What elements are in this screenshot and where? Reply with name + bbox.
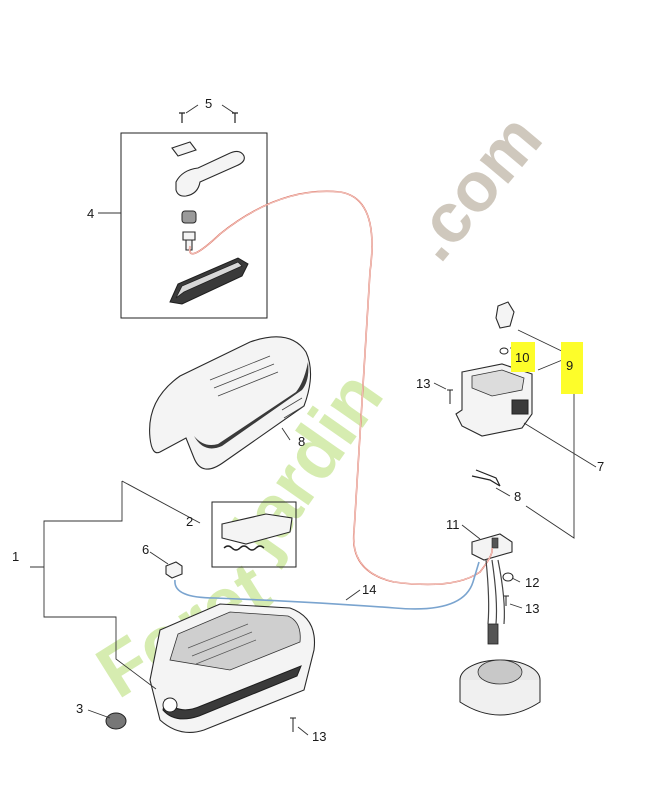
knob-part	[181, 210, 197, 224]
group-4-frame	[120, 132, 268, 319]
lower-housing-inner	[169, 611, 301, 671]
ring-10-part	[499, 347, 509, 355]
screw-13-top	[447, 389, 453, 404]
motor-holder-cavity	[471, 369, 525, 397]
group-2-frame	[211, 501, 297, 568]
upper-housing-part	[149, 336, 312, 470]
leader-2	[121, 480, 201, 524]
leader-8a	[281, 427, 291, 441]
clip-9-part	[495, 301, 515, 329]
callout-2[interactable]: 2	[186, 514, 193, 529]
leader-5	[185, 104, 235, 114]
callout-4[interactable]: 4	[87, 206, 94, 221]
callout-13a[interactable]: 13	[416, 376, 430, 391]
watermark-dotcom: .com	[392, 99, 557, 274]
switch-11-terminal	[491, 537, 499, 549]
callout-12[interactable]: 12	[525, 575, 539, 590]
screw-5-left	[179, 112, 185, 123]
callout-1[interactable]: 1	[12, 549, 19, 564]
leader-7	[523, 422, 597, 468]
callout-13c[interactable]: 13	[312, 729, 326, 744]
washer-12-part	[502, 572, 514, 582]
callout-10[interactable]: 10	[515, 350, 529, 365]
lower-housing-ribs	[187, 623, 257, 665]
lower-housing-socket	[162, 697, 178, 713]
callout-8b[interactable]: 8	[514, 489, 521, 504]
plug-6-part	[165, 561, 183, 579]
callout-8a[interactable]: 8	[298, 434, 305, 449]
base-rail-highlight	[175, 261, 243, 299]
wire-blue	[174, 561, 480, 610]
callout-13b[interactable]: 13	[525, 601, 539, 616]
upper-housing-vent	[209, 355, 305, 419]
leader-8b	[495, 487, 511, 497]
leader-13c	[297, 726, 309, 736]
callout-14[interactable]: 14	[362, 582, 376, 597]
motor-part	[459, 623, 541, 716]
spring-clip-8-part	[471, 469, 501, 487]
leader-6	[149, 551, 169, 565]
leader-12	[511, 577, 521, 583]
leader-1	[30, 481, 157, 690]
leader-11	[461, 524, 481, 540]
leader-3	[87, 709, 111, 719]
callout-3[interactable]: 3	[76, 701, 83, 716]
wire-motor-bundle	[485, 559, 505, 625]
screw-13-bottom	[290, 717, 296, 732]
highlight-9	[561, 342, 583, 394]
screw-5-right	[232, 112, 238, 123]
motor-holder-tab	[511, 399, 529, 415]
callout-9[interactable]: 9	[566, 358, 573, 373]
callout-5[interactable]: 5	[205, 96, 212, 111]
switch-spring-part	[223, 545, 265, 551]
leader-13b	[509, 603, 523, 609]
highlight-10	[511, 342, 535, 372]
callout-7[interactable]: 7	[597, 459, 604, 474]
leader-14	[345, 589, 361, 601]
badge-3-part	[105, 712, 127, 730]
handle-bar-part	[175, 150, 245, 197]
switch-cover-part	[221, 513, 293, 545]
callout-6[interactable]: 6	[142, 542, 149, 557]
callout-11[interactable]: 11	[446, 517, 460, 532]
leader-13a	[433, 382, 447, 390]
handle-clip-part	[171, 141, 197, 157]
